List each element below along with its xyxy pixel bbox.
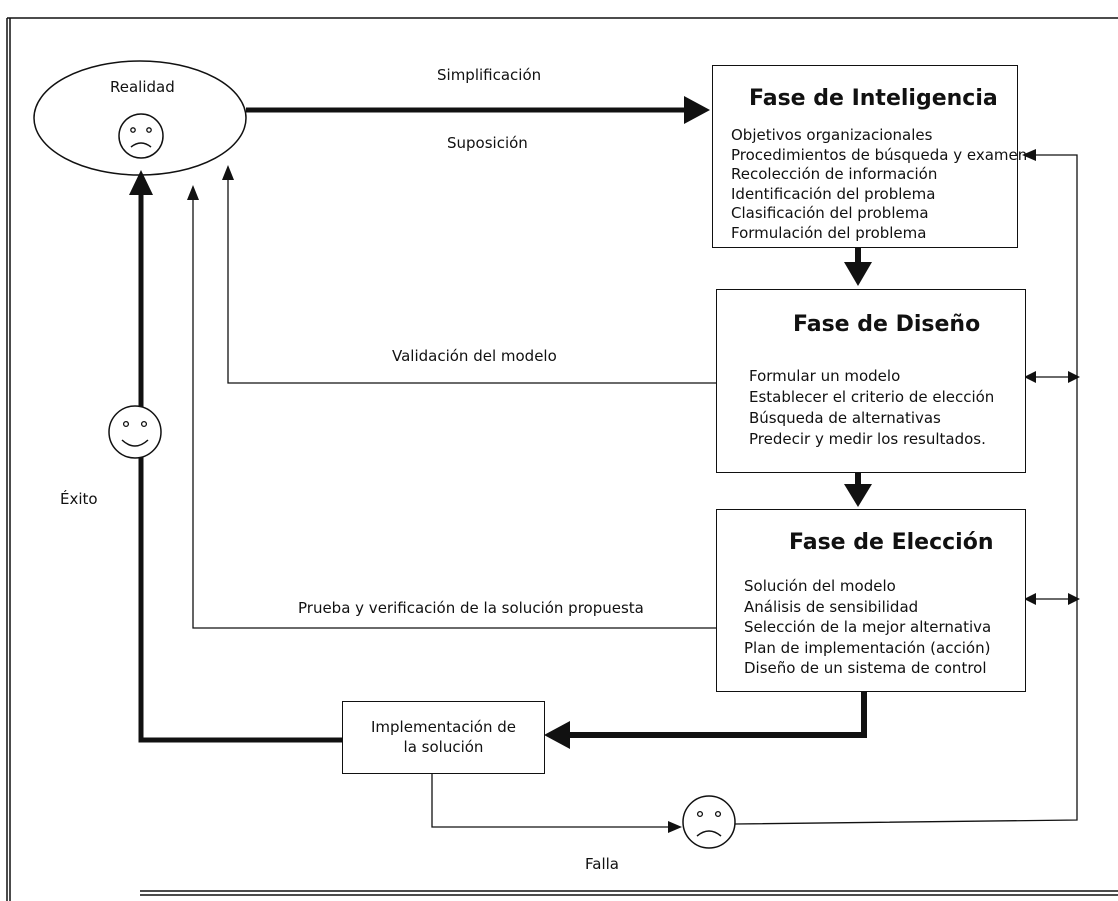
phase-diseno-box: Fase de Diseño Formular un modelo Establ…: [716, 289, 1026, 473]
implementation-label-line1: Implementación de: [371, 718, 516, 736]
list-item: Establecer el criterio de elección: [749, 388, 995, 406]
list-item: Clasificación del problema: [731, 204, 929, 222]
validation-arrow: [222, 165, 716, 384]
inteligencia-to-diseno-arrow: [844, 248, 872, 286]
verification-label: Prueba y verificación de la solución pro…: [298, 599, 644, 617]
page-frame: [6, 17, 1118, 901]
simplification-label: Simplificación: [437, 66, 542, 84]
success-label: Éxito: [60, 490, 98, 508]
diseno-feedback-double-arrow: [1024, 371, 1080, 383]
list-item: Diseño de un sistema de control: [744, 659, 987, 677]
success-path-arrow: [129, 170, 342, 743]
realidad-label: Realidad: [110, 78, 175, 96]
reality-sad-face-icon: [118, 113, 164, 159]
list-item: Identificación del problema: [731, 184, 936, 203]
phase-eleccion-box: Fase de Elección Solución del modelo Aná…: [716, 509, 1026, 692]
feedback-loop-arrow: [734, 149, 1078, 825]
phase-eleccion-title: Fase de Elección: [789, 530, 994, 555]
simplification-arrow: [246, 96, 710, 124]
implementation-label-line2: la solución: [403, 738, 484, 756]
phase-diseno-title: Fase de Diseño: [793, 312, 981, 337]
list-item: Selección de la mejor alternativa: [744, 618, 992, 636]
list-item: Formular un modelo: [749, 367, 901, 385]
phase-inteligencia-title: Fase de Inteligencia: [749, 86, 998, 111]
list-item: Formulación del problema: [731, 223, 927, 242]
failure-path-arrow: [431, 773, 682, 833]
diseno-to-eleccion-arrow: [844, 473, 872, 507]
validation-label: Validación del modelo: [392, 347, 557, 365]
list-item: Predecir y medir los resultados.: [749, 430, 986, 448]
list-item: Objetivos organizacionales: [731, 126, 933, 144]
list-item: Plan de implementación (acción): [744, 638, 991, 657]
verification-arrow: [187, 185, 716, 629]
phase-inteligencia-box: Fase de Inteligencia Objetivos organizac…: [712, 65, 1027, 248]
list-item: Solución del modelo: [744, 577, 896, 595]
eleccion-to-implementation-arrow: [544, 692, 867, 749]
phase-inteligencia-items: Objetivos organizacionales Procedimiento…: [731, 126, 1027, 243]
phase-diseno-items: Formular un modelo Establecer el criteri…: [749, 366, 994, 450]
list-item: Procedimientos de búsqueda y examen: [731, 145, 1028, 164]
failure-label: Falla: [585, 855, 619, 873]
eleccion-feedback-double-arrow: [1024, 593, 1080, 605]
list-item: Análisis de sensibilidad: [744, 597, 919, 616]
implementation-box: Implementación de la solución: [342, 701, 545, 774]
failure-sad-face-icon: [682, 795, 736, 849]
success-happy-face-icon: [108, 405, 162, 459]
assumption-label: Suposición: [447, 134, 528, 152]
list-item: Recolección de información: [731, 165, 938, 183]
list-item: Búsqueda de alternativas: [749, 409, 941, 427]
phase-eleccion-items: Solución del modelo Análisis de sensibil…: [744, 576, 991, 679]
